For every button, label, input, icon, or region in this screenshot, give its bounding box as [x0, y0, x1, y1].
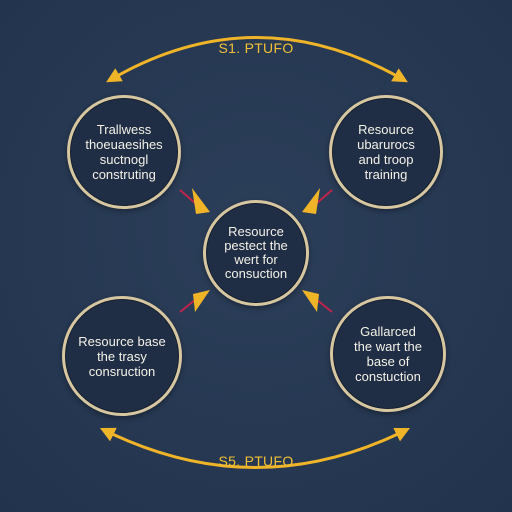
node-center-label: Resource pestect the wert for consuction: [224, 224, 288, 281]
inward-arrow-top-left: [179, 188, 210, 214]
node-top-right-label: Resource ubarurocs and troop training: [357, 122, 415, 182]
inward-arrow-top-right: [302, 188, 333, 214]
bottom-cycle-label: S5. PTUFO: [218, 453, 294, 469]
node-bottom-right-label: Gallarced the wart the base of constucti…: [354, 324, 422, 384]
bottom-cycle-arrow: [99, 427, 411, 469]
node-bottom-left: Resource base the trasy consruction: [62, 296, 182, 416]
inward-arrow-bottom-left: [179, 290, 210, 313]
node-top-left: Trallwess thoeuaesihes suctnogl construt…: [67, 95, 181, 209]
top-cycle-arrow: [106, 36, 408, 83]
inward-arrow-bottom-right: [302, 290, 333, 313]
node-top-right: Resource ubarurocs and troop training: [329, 95, 443, 209]
top-cycle-label: S1. PTUFO: [218, 40, 294, 56]
node-center: Resource pestect the wert for consuction: [203, 200, 309, 306]
node-bottom-right: Gallarced the wart the base of constucti…: [330, 296, 446, 412]
node-top-left-label: Trallwess thoeuaesihes suctnogl construt…: [85, 122, 163, 182]
node-bottom-left-label: Resource base the trasy consruction: [78, 333, 166, 379]
